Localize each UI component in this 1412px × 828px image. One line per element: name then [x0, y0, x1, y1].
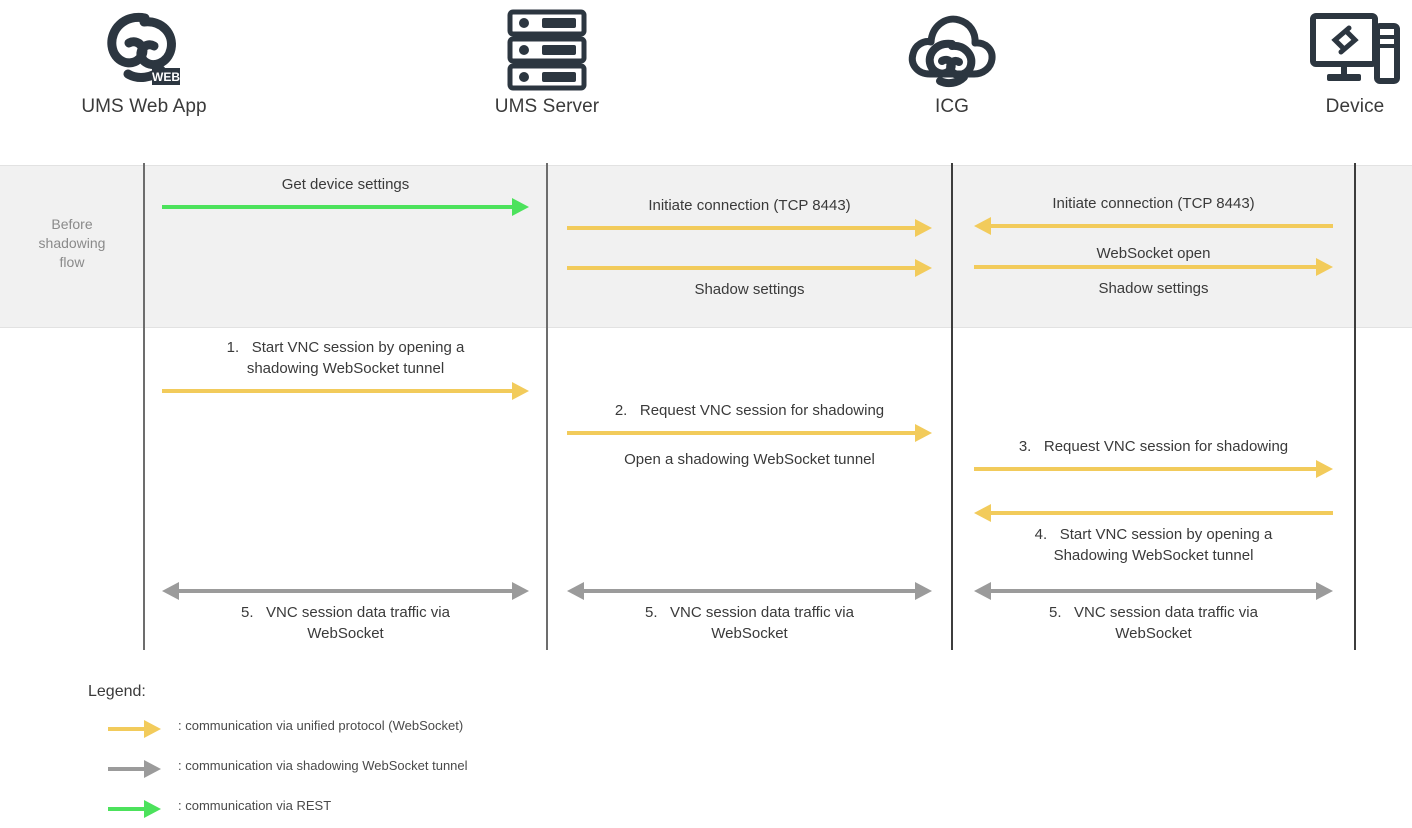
message-text: Shadow settings [1098, 280, 1209, 297]
message-arrow-step-5-server-icg [567, 582, 932, 600]
message-arrow-step-2 [567, 424, 932, 442]
actor-ums-server: UMS Server [447, 4, 647, 118]
actor-icg: ICG [852, 4, 1052, 118]
message-number: 1. [226, 339, 252, 356]
message-text: Request VNC session for shadowing [1043, 438, 1289, 455]
message-text: VNC session data traffic via WebSocket [266, 604, 450, 642]
message-number: 2. [614, 402, 640, 419]
message-arrow-step-4 [974, 504, 1333, 522]
phase-band-before-shadowing-flow [0, 165, 1412, 328]
server-rack-icon [447, 4, 647, 96]
message-text: Start VNC session by opening a Shadowing… [1053, 526, 1273, 564]
message-label-initiate-connection-server: Initiate connection (TCP 8443) [567, 195, 932, 216]
message-number: 5. [645, 604, 671, 621]
message-text: Initiate connection (TCP 8443) [1052, 195, 1255, 212]
legend-rest-label: : communication via REST [178, 798, 332, 813]
cloud-gateway-icon [852, 4, 1052, 96]
message-arrow-shadow-settings-icg [974, 258, 1333, 276]
message-text: Shadow settings [694, 281, 805, 298]
message-text: WebSocket open [1096, 245, 1211, 262]
legend-unified-label: : communication via unified protocol (We… [178, 718, 464, 733]
message-arrow-initiate-connection-device [974, 217, 1333, 235]
message-label-step-5-server-icg: 5. VNC session data traffic via WebSocke… [567, 602, 932, 644]
message-text: Start VNC session by opening a shadowing… [246, 339, 465, 377]
message-number: 5. [241, 604, 267, 621]
lifeline-icg [951, 163, 953, 650]
message-label-step-2: 2. Request VNC session for shadowing [567, 400, 932, 421]
legend-unified: : communication via unified protocol (We… [108, 718, 708, 740]
actor-label: UMS Web App [81, 96, 207, 117]
message-label-step-5-web-server: 5. VNC session data traffic via WebSocke… [162, 602, 529, 644]
message-arrow-step-5-icg-device [974, 582, 1333, 600]
message-text: VNC session data traffic via WebSocket [670, 604, 854, 642]
phase-label: Before shadowing flow [38, 216, 106, 270]
message-number: 3. [1018, 438, 1044, 455]
actor-device: Device [1255, 4, 1412, 118]
lifeline-ums-server [546, 163, 548, 650]
message-label-websocket-open: WebSocket open [974, 243, 1333, 264]
message-label-step-4: 4. Start VNC session by opening a Shadow… [974, 524, 1333, 566]
message-arrow-initiate-connection-server [567, 219, 932, 237]
message-label-step-5-icg-device: 5. VNC session data traffic via WebSocke… [974, 602, 1333, 644]
message-arrow-shadow-settings-server [567, 259, 932, 277]
legend-rest: : communication via REST [108, 798, 708, 820]
message-text: Open a shadowing WebSocket tunnel [624, 451, 875, 468]
actor-label: UMS Server [494, 96, 600, 117]
actor-label: ICG [934, 96, 970, 117]
message-arrow-get-device-settings [162, 198, 529, 216]
message-number: 4. [1034, 526, 1060, 543]
message-label-step-2-caption: Open a shadowing WebSocket tunnel [567, 449, 932, 470]
lifeline-device [1354, 163, 1356, 650]
message-arrow-step-1 [162, 382, 529, 400]
lifeline-ums-web-app [143, 163, 145, 650]
message-text: Request VNC session for shadowing [639, 402, 885, 419]
message-text: VNC session data traffic via WebSocket [1074, 604, 1258, 642]
ums-web-app-logo-icon: WEB [44, 4, 244, 96]
message-label-shadow-settings-server: Shadow settings [567, 279, 932, 300]
legend-shadow: : communication via shadowing WebSocket … [108, 758, 708, 780]
actor-label: Device [1325, 96, 1385, 117]
legend-title: Legend: [88, 683, 146, 700]
message-label-shadow-settings-icg: Shadow settings [974, 278, 1333, 299]
message-label-step-3: 3. Request VNC session for shadowing [974, 436, 1333, 457]
legend-shadow-label: : communication via shadowing WebSocket … [178, 758, 468, 773]
message-number: 5. [1049, 604, 1075, 621]
desktop-device-icon [1255, 4, 1412, 96]
message-text: Get device settings [281, 176, 410, 193]
message-label-step-1: 1. Start VNC session by opening a shadow… [162, 337, 529, 379]
message-label-get-device-settings: Get device settings [162, 174, 529, 195]
message-text: Initiate connection (TCP 8443) [648, 197, 851, 214]
svg-text:WEB: WEB [152, 70, 180, 84]
message-label-initiate-connection-device: Initiate connection (TCP 8443) [974, 193, 1333, 214]
message-arrow-step-3 [974, 460, 1333, 478]
message-arrow-step-5-web-server [162, 582, 529, 600]
actor-ums-web-app: WEB UMS Web App [44, 4, 244, 118]
